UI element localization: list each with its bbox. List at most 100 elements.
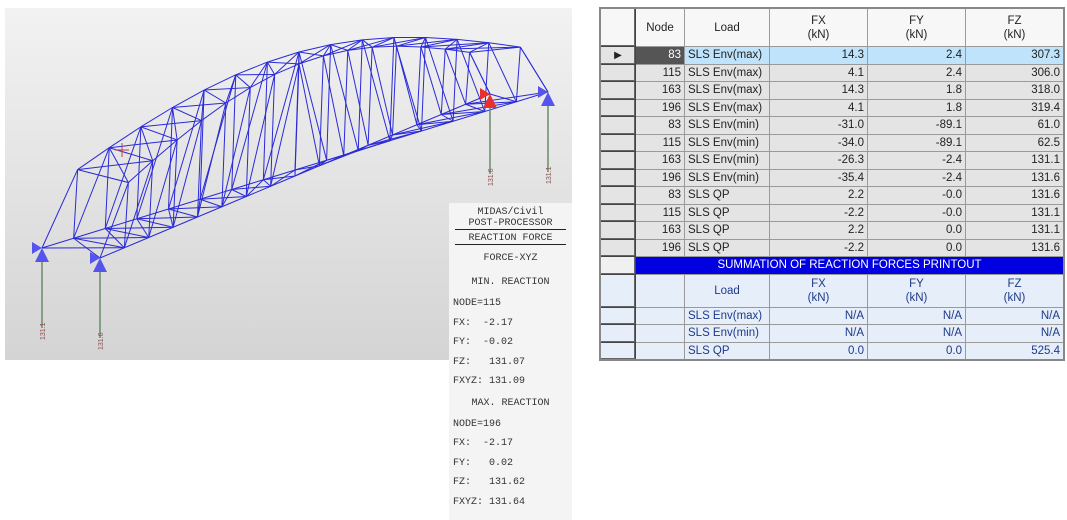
sum-cell-fx[interactable]: N/A bbox=[769, 306, 868, 325]
cell-fy[interactable]: -2.4 bbox=[867, 151, 966, 170]
cell-load[interactable]: SLS Env(min) bbox=[684, 116, 770, 135]
cell-fy[interactable]: -89.1 bbox=[867, 133, 966, 152]
cell-node[interactable]: 83 bbox=[635, 46, 685, 65]
cell-fz[interactable]: 307.3 bbox=[965, 46, 1065, 65]
row-selector[interactable] bbox=[599, 238, 636, 257]
cell-fx[interactable]: -2.2 bbox=[769, 203, 868, 222]
cell-fz[interactable]: 61.0 bbox=[965, 116, 1065, 135]
cell-fz[interactable]: 131.6 bbox=[965, 238, 1065, 257]
row-selector[interactable] bbox=[599, 203, 636, 222]
header-load[interactable]: Load bbox=[684, 7, 770, 47]
sum-cell-fz[interactable]: N/A bbox=[965, 306, 1065, 325]
cell-node[interactable]: 83 bbox=[635, 116, 685, 135]
cell-load[interactable]: SLS Env(min) bbox=[684, 168, 770, 187]
row-selector[interactable] bbox=[599, 306, 636, 325]
cell-load[interactable]: SLS Env(max) bbox=[684, 46, 770, 65]
header-fx[interactable]: FX(kN) bbox=[769, 7, 868, 47]
row-selector[interactable] bbox=[599, 81, 636, 100]
cell-node[interactable]: 196 bbox=[635, 168, 685, 187]
sum-cell-fy[interactable]: N/A bbox=[867, 306, 966, 325]
row-selector[interactable] bbox=[599, 98, 636, 117]
cell-node[interactable]: 163 bbox=[635, 81, 685, 100]
row-selector[interactable] bbox=[599, 273, 636, 308]
header-node[interactable]: Node bbox=[635, 7, 685, 47]
row-selector[interactable] bbox=[599, 256, 636, 275]
cell-fz[interactable]: 131.6 bbox=[965, 168, 1065, 187]
cell-fy[interactable]: -0.0 bbox=[867, 203, 966, 222]
cell-fx[interactable]: -34.0 bbox=[769, 133, 868, 152]
support-icon[interactable] bbox=[35, 248, 49, 262]
cell-fy[interactable]: -0.0 bbox=[867, 186, 966, 205]
cell-fx[interactable]: 14.3 bbox=[769, 81, 868, 100]
sum-cell-fz[interactable]: N/A bbox=[965, 324, 1065, 343]
cell-load[interactable]: SLS Env(min) bbox=[684, 151, 770, 170]
header-fy[interactable]: FY(kN) bbox=[867, 7, 966, 47]
cell-node[interactable]: 196 bbox=[635, 98, 685, 117]
cell-fz[interactable]: 306.0 bbox=[965, 63, 1065, 82]
cell-node[interactable]: 196 bbox=[635, 238, 685, 257]
cell-fz[interactable]: 131.1 bbox=[965, 203, 1065, 222]
cell-fz[interactable]: 319.4 bbox=[965, 98, 1065, 117]
cell-load[interactable]: SLS QP bbox=[684, 221, 770, 240]
cell-node[interactable]: 115 bbox=[635, 203, 685, 222]
support-icon[interactable] bbox=[93, 258, 107, 272]
row-selector[interactable] bbox=[599, 324, 636, 343]
row-selector[interactable] bbox=[599, 151, 636, 170]
cell-fz[interactable]: 318.0 bbox=[965, 81, 1065, 100]
cell-node[interactable]: 163 bbox=[635, 151, 685, 170]
sum-cell-load[interactable]: SLS QP bbox=[684, 341, 770, 361]
header-fz[interactable]: FZ(kN) bbox=[965, 7, 1065, 47]
cell-fy[interactable]: 2.4 bbox=[867, 63, 966, 82]
sum-cell-load[interactable]: SLS Env(min) bbox=[684, 324, 770, 343]
cell-fy[interactable]: 1.8 bbox=[867, 98, 966, 117]
cell-fx[interactable]: 4.1 bbox=[769, 98, 868, 117]
sum-cell-fy[interactable]: N/A bbox=[867, 324, 966, 343]
sum-cell-load[interactable]: SLS Env(max) bbox=[684, 306, 770, 325]
sum-cell-fx[interactable]: N/A bbox=[769, 324, 868, 343]
cell-fx[interactable]: 14.3 bbox=[769, 46, 868, 65]
support-icon[interactable] bbox=[483, 94, 497, 108]
row-selector[interactable] bbox=[599, 168, 636, 187]
row-selector[interactable] bbox=[599, 186, 636, 205]
row-selector[interactable] bbox=[599, 63, 636, 82]
row-selector[interactable] bbox=[599, 221, 636, 240]
cell-fz[interactable]: 131.1 bbox=[965, 151, 1065, 170]
cell-load[interactable]: SLS Env(max) bbox=[684, 98, 770, 117]
row-selector[interactable] bbox=[599, 341, 636, 361]
sum-cell-fx[interactable]: 0.0 bbox=[769, 341, 868, 361]
cell-fx[interactable]: 4.1 bbox=[769, 63, 868, 82]
cell-fy[interactable]: 0.0 bbox=[867, 238, 966, 257]
cell-load[interactable]: SLS QP bbox=[684, 186, 770, 205]
cell-fx[interactable]: -26.3 bbox=[769, 151, 868, 170]
cell-fx[interactable]: 2.2 bbox=[769, 221, 868, 240]
cell-load[interactable]: SLS QP bbox=[684, 238, 770, 257]
row-selector[interactable] bbox=[599, 133, 636, 152]
row-selector[interactable]: ▶ bbox=[599, 46, 636, 65]
cell-fz[interactable]: 62.5 bbox=[965, 133, 1065, 152]
sum-cell-fy[interactable]: 0.0 bbox=[867, 341, 966, 361]
cell-fy[interactable]: 2.4 bbox=[867, 46, 966, 65]
sum-cell-fz[interactable]: 525.4 bbox=[965, 341, 1065, 361]
row-selector[interactable] bbox=[599, 116, 636, 135]
cell-node[interactable]: 83 bbox=[635, 186, 685, 205]
cell-fz[interactable]: 131.6 bbox=[965, 186, 1065, 205]
cell-load[interactable]: SLS QP bbox=[684, 203, 770, 222]
cell-load[interactable]: SLS Env(max) bbox=[684, 81, 770, 100]
cell-fx[interactable]: 2.2 bbox=[769, 186, 868, 205]
cell-fy[interactable]: 0.0 bbox=[867, 221, 966, 240]
cell-fx[interactable]: -31.0 bbox=[769, 116, 868, 135]
support-icon[interactable] bbox=[541, 92, 555, 106]
